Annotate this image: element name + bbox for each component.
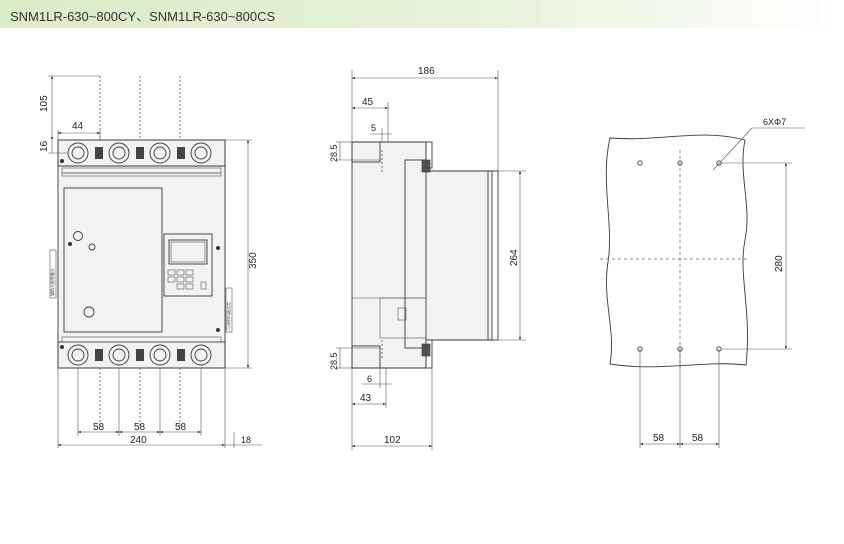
- drawing-title: SNM1LR-630~800CY、SNM1LR-630~800CS: [10, 9, 276, 24]
- dim-16: 16: [39, 140, 50, 152]
- dim-58-a: 58: [93, 422, 105, 433]
- dim-58-mount-a: 58: [653, 433, 665, 444]
- side-view: 186 45 5 28.5 264 28.5: [329, 66, 526, 450]
- dim-58-c: 58: [175, 422, 187, 433]
- right-side-label: 可调脱扣器设定: [225, 302, 231, 330]
- dim-186: 186: [418, 66, 435, 77]
- left-side-label: 辅助与报警触头: [49, 268, 55, 296]
- dim-240: 240: [130, 435, 147, 446]
- front-view: 辅助与报警触头 可调脱扣器设定 105 16 44: [39, 75, 262, 448]
- dim-58-mount-b: 58: [692, 433, 704, 444]
- cover-panel: [63, 187, 163, 333]
- dim-102: 102: [384, 435, 401, 446]
- dim-264: 264: [509, 249, 520, 266]
- dim-350: 350: [248, 252, 259, 269]
- side-body: [351, 141, 493, 369]
- dim-45: 45: [362, 97, 374, 108]
- front-body: [57, 139, 226, 369]
- dim-58-b: 58: [134, 422, 146, 433]
- dim-105: 105: [39, 95, 50, 112]
- mounting-dimensions: 6XΦ7 280 58 58: [639, 117, 805, 448]
- display-unit: [163, 233, 213, 297]
- dim-280: 280: [774, 255, 785, 272]
- bottom-terminals: [60, 344, 212, 366]
- dim-28-5-bottom: 28.5: [329, 352, 339, 370]
- dim-5: 5: [371, 123, 376, 133]
- mounting-view: 6XΦ7 280 58 58: [600, 117, 805, 448]
- dim-28-5-top: 28.5: [329, 144, 339, 162]
- dim-43: 43: [360, 393, 372, 404]
- panel-outline: [605, 134, 748, 368]
- dim-44: 44: [72, 121, 84, 132]
- dim-18: 18: [241, 435, 251, 445]
- dim-holes: 6XΦ7: [763, 117, 786, 127]
- title-bar: SNM1LR-630~800CY、SNM1LR-630~800CS: [0, 0, 844, 28]
- dim-6: 6: [367, 374, 372, 384]
- side-dimensions: 186 45 5 28.5 264 28.5: [329, 66, 526, 450]
- mounting-holes: [637, 160, 722, 352]
- lcd-screen: [168, 239, 208, 265]
- front-dimensions: 105 16 44 350 58: [39, 75, 262, 448]
